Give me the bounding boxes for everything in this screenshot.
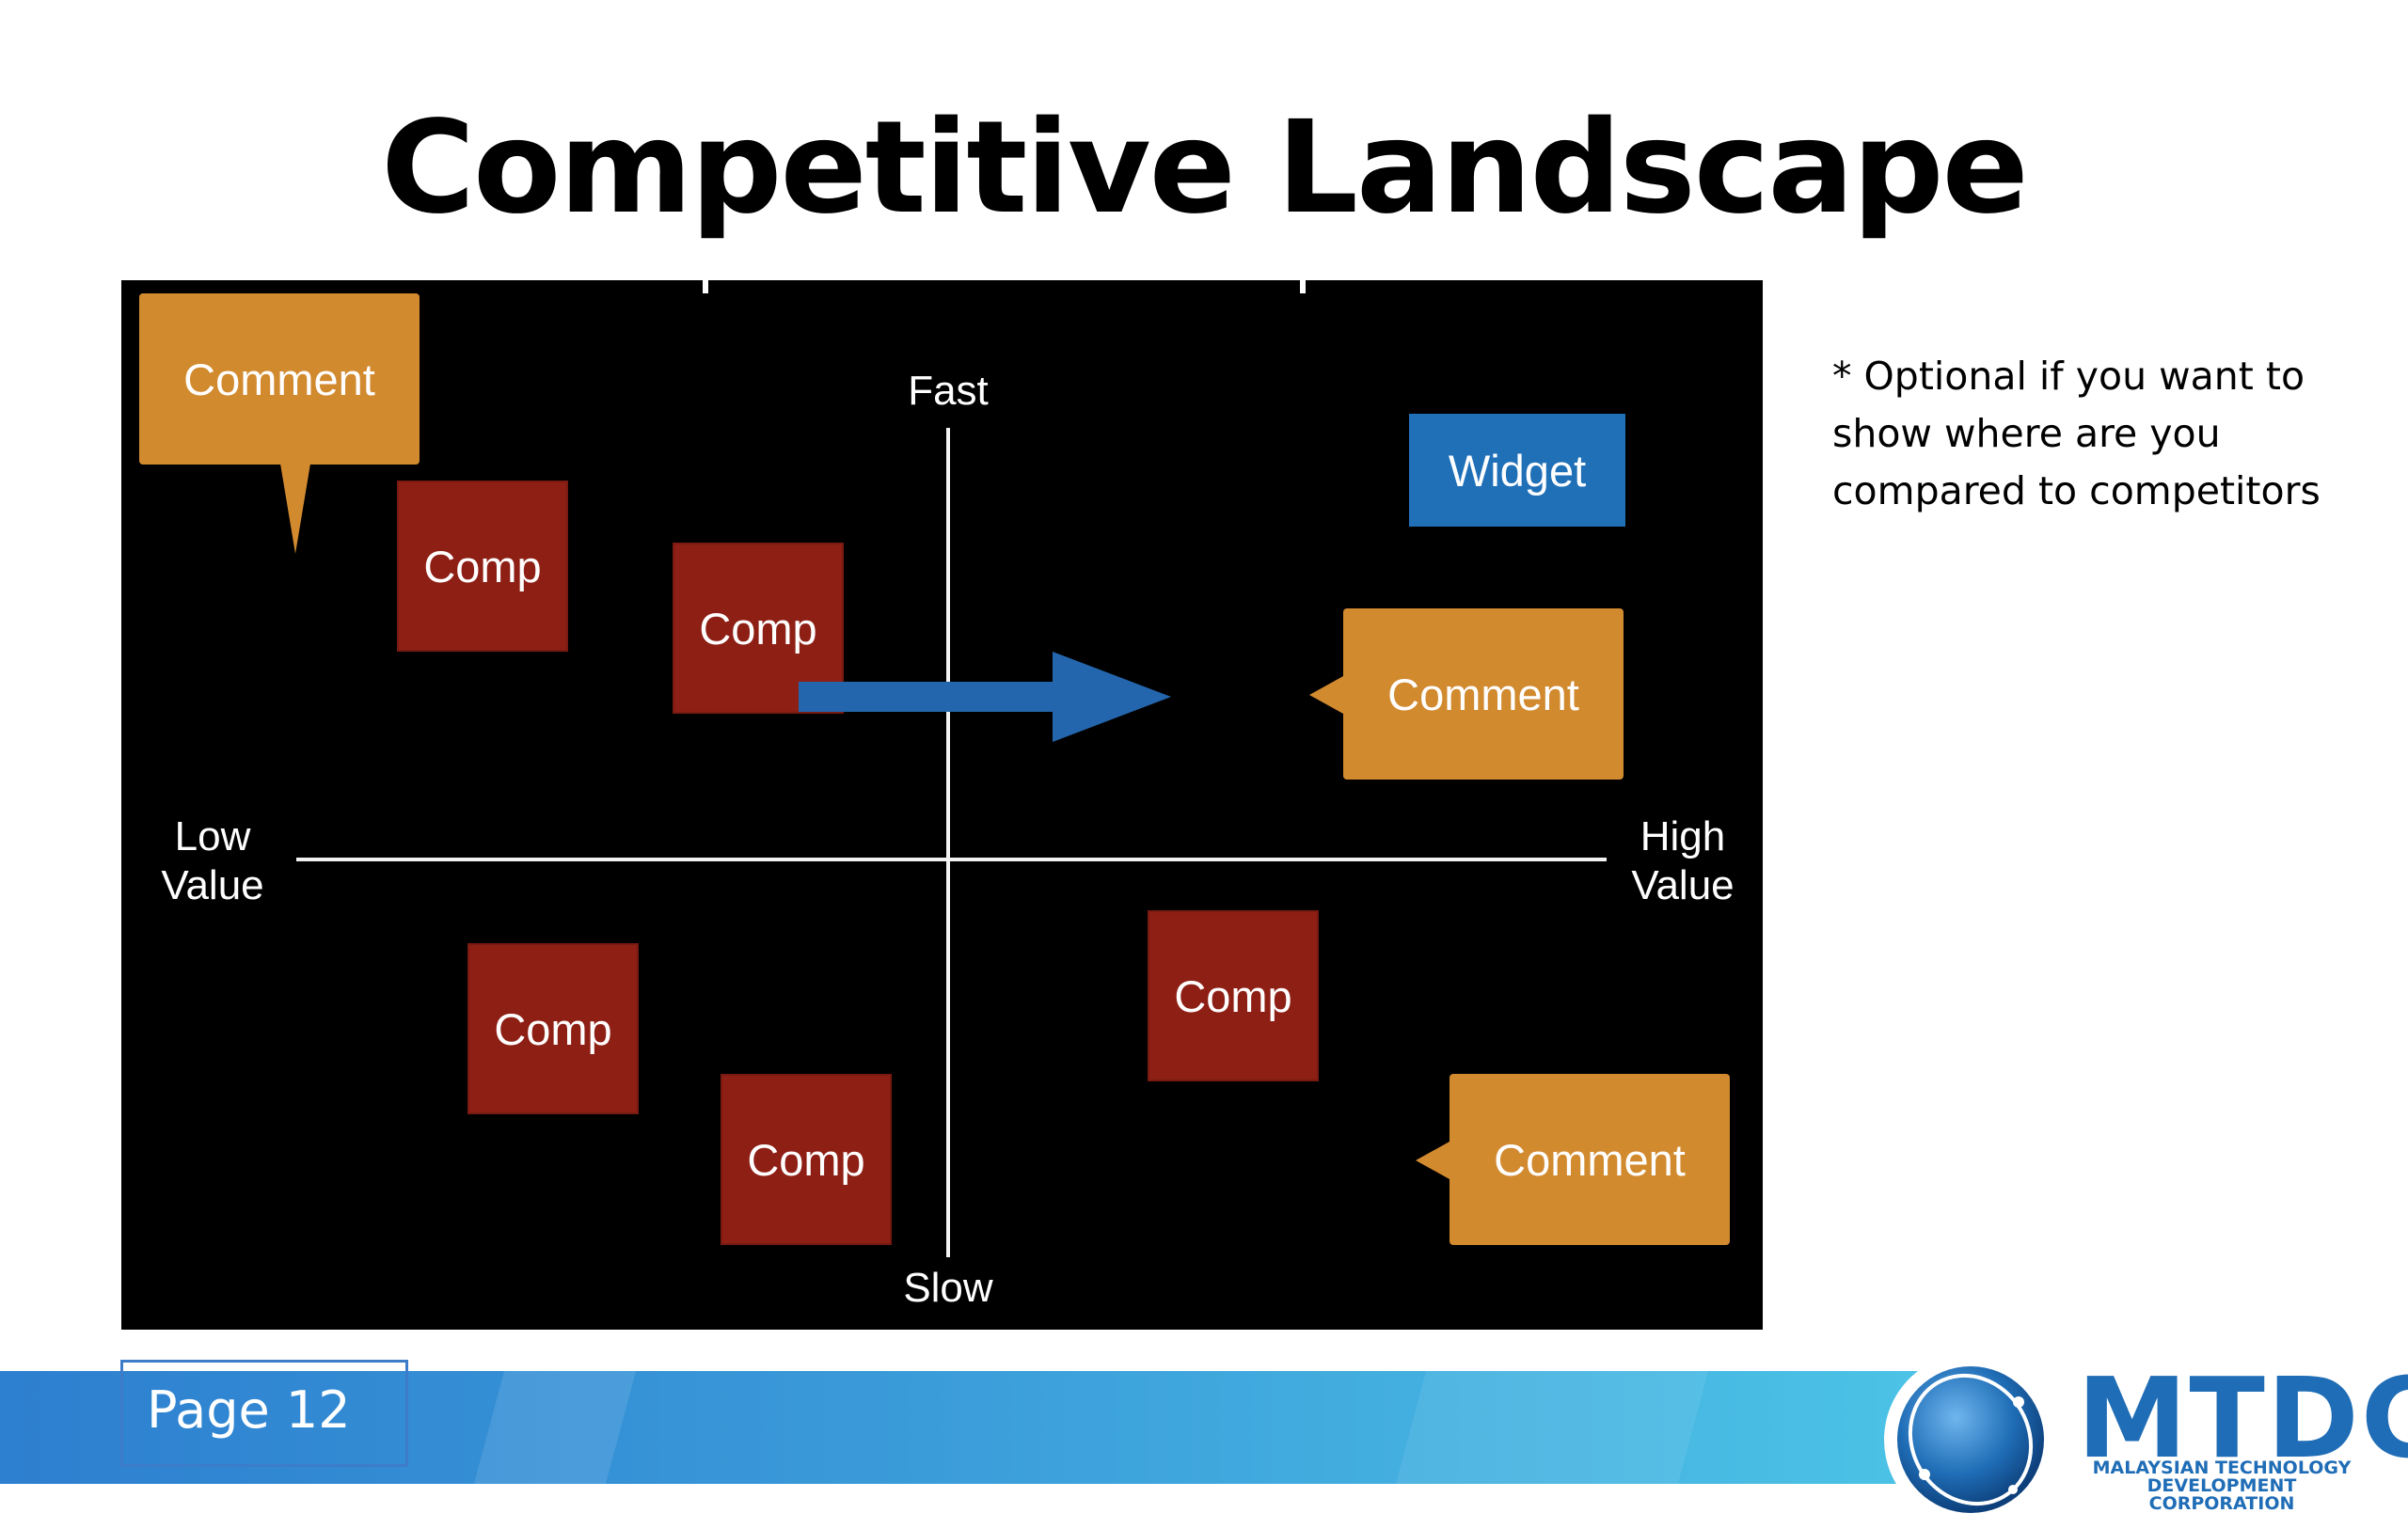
landscape-diagram: Fast Slow Low Value High Value Comment C…: [121, 280, 1763, 1330]
logo-subtitle: MALAYSIAN TECHNOLOGY DEVELOPMENT CORPORA…: [2081, 1459, 2363, 1513]
right-arrow-icon: [799, 652, 1171, 742]
side-note: * Optional if you want to show where are…: [1832, 354, 2321, 513]
band-sheen: [473, 1371, 637, 1484]
comp-box-3: Comp: [467, 943, 639, 1114]
globe-logo-icon: [1884, 1353, 2057, 1526]
page-title: Competitive Landscape: [381, 94, 2029, 243]
horizontal-axis: [296, 858, 1607, 861]
axis-label-high-line2: Value: [1631, 862, 1735, 908]
comp-box-5: Comp: [1148, 910, 1319, 1081]
axis-label-high-value: High Value: [1622, 812, 1744, 910]
speech-tail-icon: [280, 464, 310, 554]
comment-box-bottom-right: Comment: [1416, 1074, 1730, 1245]
axis-label-slow: Slow: [903, 1265, 993, 1311]
axis-label-high-line1: High: [1640, 813, 1726, 859]
axis-label-low-line1: Low: [174, 813, 251, 859]
vertical-axis: [946, 428, 950, 1257]
band-sheen: [1395, 1371, 1709, 1484]
comment-box-top-left: Comment: [139, 293, 420, 554]
comment-label: Comment: [1494, 1134, 1686, 1185]
page-number: Page 12: [147, 1380, 351, 1440]
comment-box-right: Comment: [1309, 608, 1624, 780]
logo-subtitle-line2: DEVELOPMENT CORPORATION: [2147, 1475, 2297, 1514]
speech-tail-icon: [1309, 676, 1343, 714]
logo-wordmark: MTDC: [2077, 1353, 2408, 1483]
axis-label-fast: Fast: [908, 368, 989, 414]
widget-box: Widget: [1409, 414, 1625, 527]
top-tick-left: [703, 280, 708, 293]
comment-label: Comment: [1387, 669, 1579, 719]
comment-label: Comment: [183, 354, 375, 404]
page-number-box: [120, 1360, 408, 1467]
speech-tail-icon: [1416, 1142, 1450, 1179]
logo-subtitle-line1: MALAYSIAN TECHNOLOGY: [2092, 1458, 2352, 1478]
comp-box-2: Comp: [673, 543, 844, 714]
comp-box-4: Comp: [721, 1074, 892, 1245]
top-tick-right: [1300, 280, 1306, 293]
axis-label-low-value: Low Value: [151, 812, 274, 910]
comp-box-1: Comp: [397, 481, 568, 652]
axis-label-low-line2: Value: [161, 862, 264, 908]
